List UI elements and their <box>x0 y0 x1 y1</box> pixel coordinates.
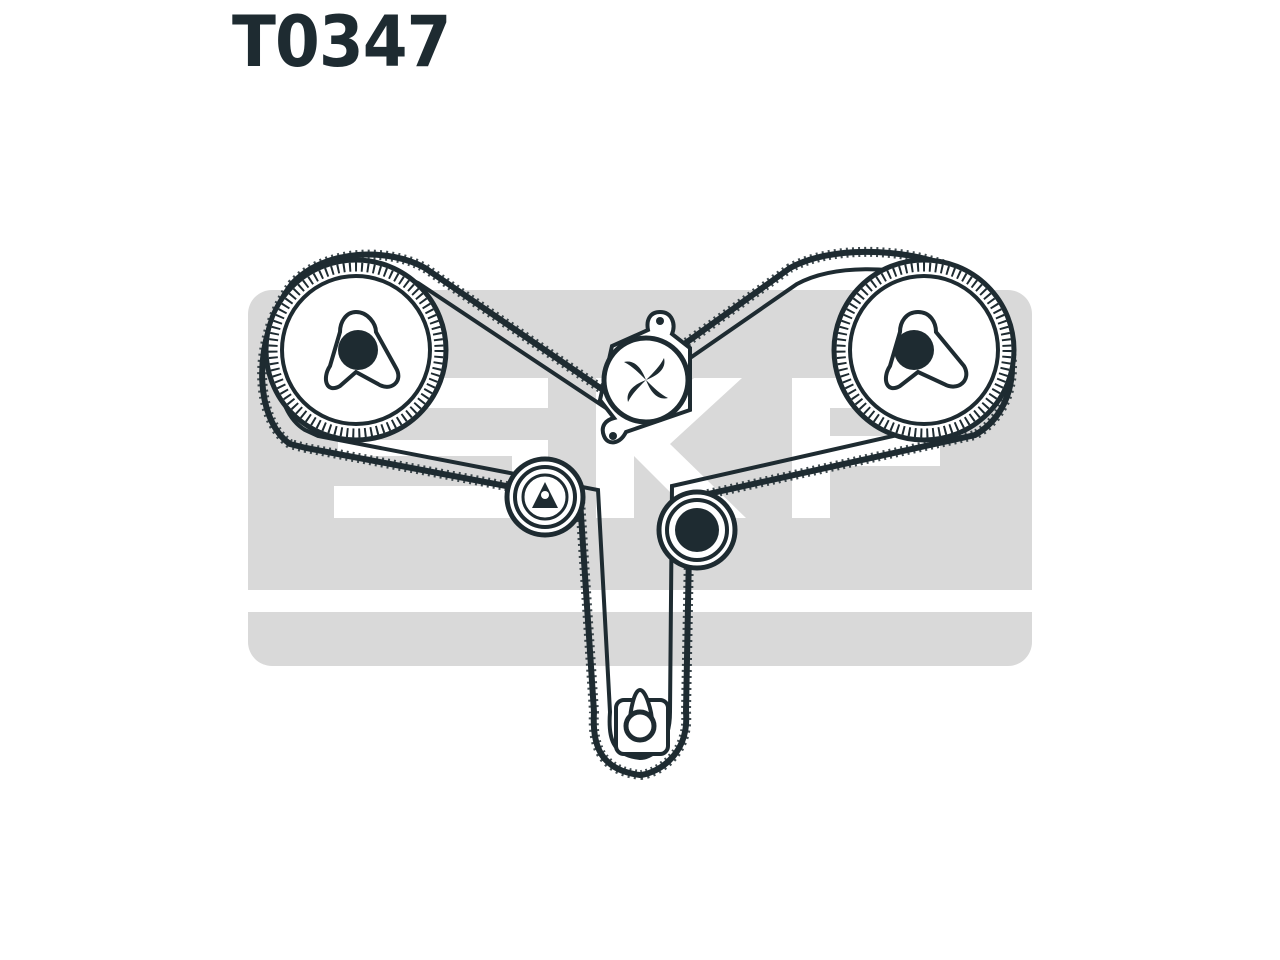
part-number-title: T0347 <box>232 1 451 83</box>
water-pump <box>597 309 692 445</box>
impeller-icon <box>624 358 668 402</box>
tensioner <box>504 456 586 538</box>
idler-pulley <box>656 489 738 571</box>
crankshaft-pulley <box>614 687 670 756</box>
right-camshaft-pulley <box>831 257 1017 443</box>
left-camshaft-pulley <box>263 257 449 443</box>
